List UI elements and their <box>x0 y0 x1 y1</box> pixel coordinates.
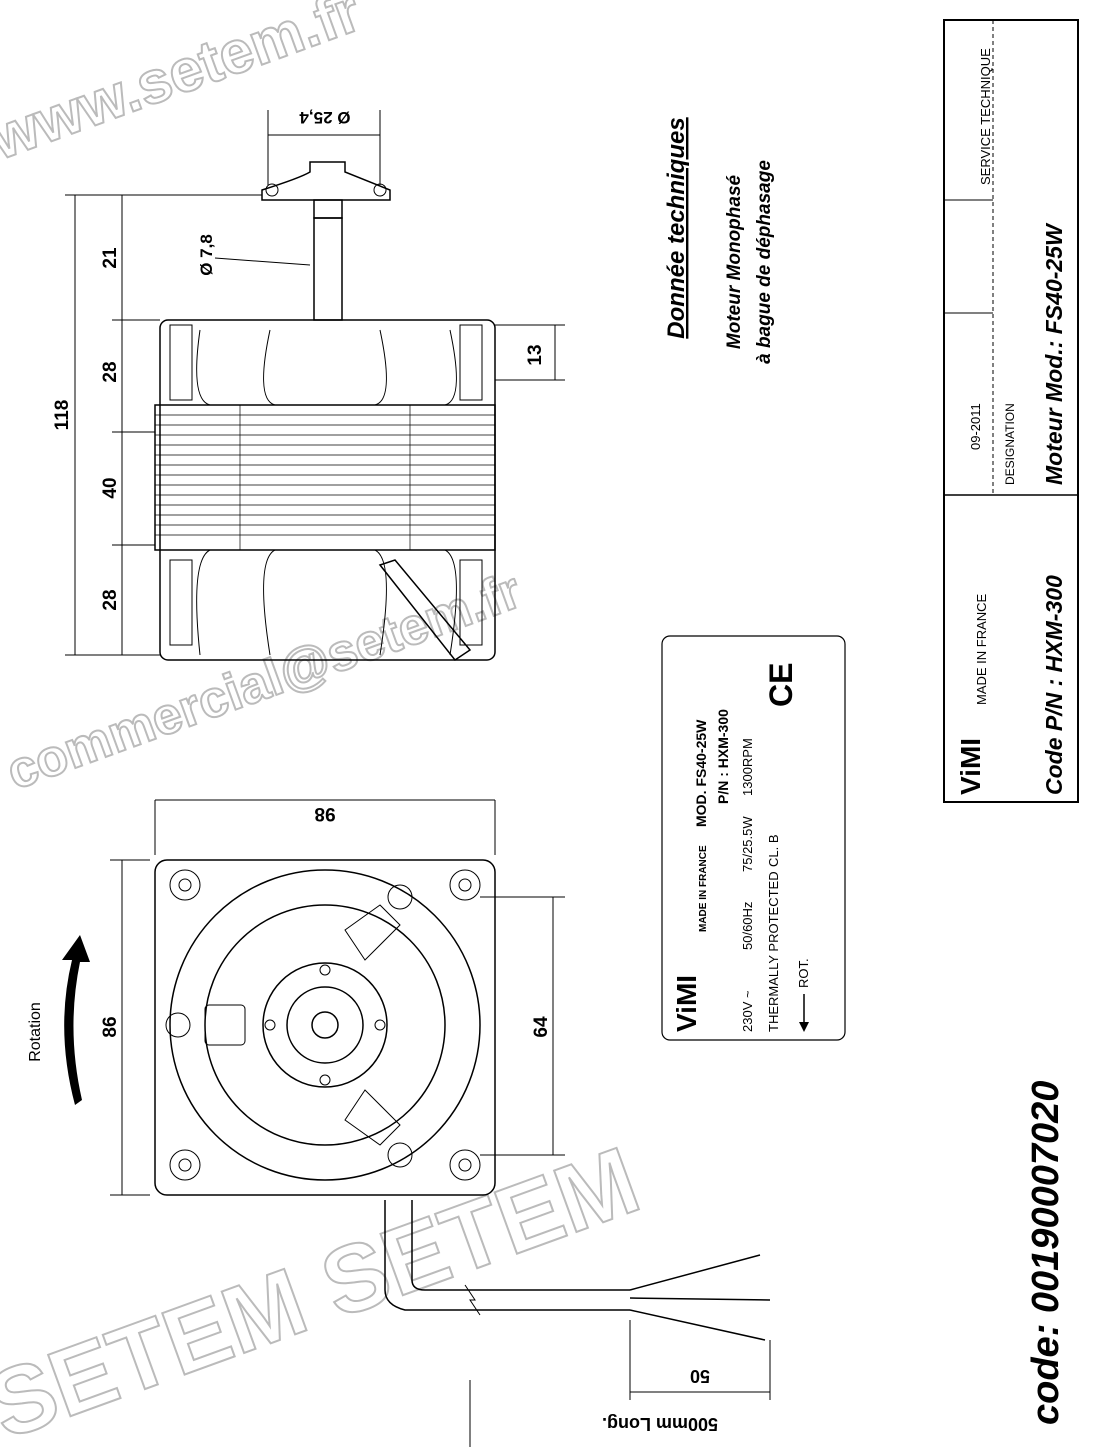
plate-class: CL. B <box>766 834 781 867</box>
dim-height: 86 <box>100 1016 121 1037</box>
cable <box>384 1200 630 1311</box>
plate-rot: ROT. <box>796 958 811 988</box>
stator-stack <box>154 404 496 551</box>
plate-made-in: MADE IN FRANCE <box>698 845 709 932</box>
dim-width: 98 <box>314 803 335 824</box>
dim-total: 118 <box>52 400 73 431</box>
watermark-email: commercial@setem.fr <box>0 561 528 801</box>
hub-flange <box>261 161 391 201</box>
dim-shaft-diameter: Ø 7,8 <box>197 234 216 276</box>
watermark-url: www.setem.fr <box>0 0 369 173</box>
title-made-in: MADE IN FRANCE <box>974 593 989 705</box>
rating-plate: ViMI MADE IN FRANCE MOD. FS40-25W P/N : … <box>661 635 846 1041</box>
wires <box>629 1254 771 1341</box>
rotation-label: Rotation <box>27 1002 44 1062</box>
cable-length: 500mm Long. <box>602 1414 718 1434</box>
designation-value: Moteur Mod.: FS40-25W <box>1041 222 1067 485</box>
tech-line-2: à bague de déphasage <box>754 160 775 364</box>
watermark-brand: SETEM SETEM <box>0 1127 652 1447</box>
plate-protection: THERMALLY PROTECTED <box>766 871 781 1032</box>
designation-label: DESIGNATION <box>1003 403 1017 485</box>
lamination-lines <box>155 405 495 550</box>
cable-strip-dim: 50 <box>690 1366 710 1386</box>
plate-voltage: 230V ~ <box>740 990 755 1032</box>
tech-title: Donnée techniques <box>663 117 690 338</box>
plate-logo: ViMI <box>671 975 702 1032</box>
tech-line-1: Moteur Monophasé <box>724 174 745 349</box>
shaft <box>313 217 343 321</box>
title-date: 09-2011 <box>968 403 983 450</box>
dim-offset: 13 <box>525 344 546 365</box>
product-code: code: 00190007020 <box>1025 1081 1067 1425</box>
dim-bottom: 28 <box>100 589 121 610</box>
service-label: SERVICE TECHNIQUE <box>978 48 993 185</box>
dim-hole-spacing: 64 <box>531 1016 552 1038</box>
plate-model: MOD. FS40-25W <box>693 719 709 827</box>
plate-rpm: 1300RPM <box>740 738 755 796</box>
shaft-end <box>311 1011 339 1039</box>
dim-top: 28 <box>100 361 121 382</box>
rotation-arrow-icon <box>62 935 90 1105</box>
title-block: ViMI MADE IN FRANCE Code P/N : HXM-300 0… <box>943 19 1079 803</box>
title-code-pn: Code P/N : HXM-300 <box>1041 575 1067 795</box>
ce-mark: CE <box>763 663 799 707</box>
plate-frequency: 50/60Hz <box>740 902 755 950</box>
plate-power: 75/25.5W <box>740 816 755 872</box>
watermark: www.setem.fr SETEM SETEM commercial@sete… <box>0 0 653 1447</box>
title-logo: ViMI <box>955 738 986 795</box>
cable-gland <box>378 559 472 662</box>
front-frame <box>154 859 496 1196</box>
technical-data: Donnée techniques Moteur Monophasé à bag… <box>663 117 775 364</box>
side-view: 118 21 28 40 28 Ø 7,8 Ø 25,4 13 <box>52 108 565 662</box>
front-view: 98 86 64 Rotation 50 500mm Long. <box>27 799 771 1447</box>
dim-shaft: 21 <box>100 247 121 269</box>
dim-hub-diameter: Ø 25,4 <box>299 108 351 127</box>
plate-pn: P/N : HXM-300 <box>715 709 731 804</box>
dim-stack: 40 <box>100 477 121 498</box>
